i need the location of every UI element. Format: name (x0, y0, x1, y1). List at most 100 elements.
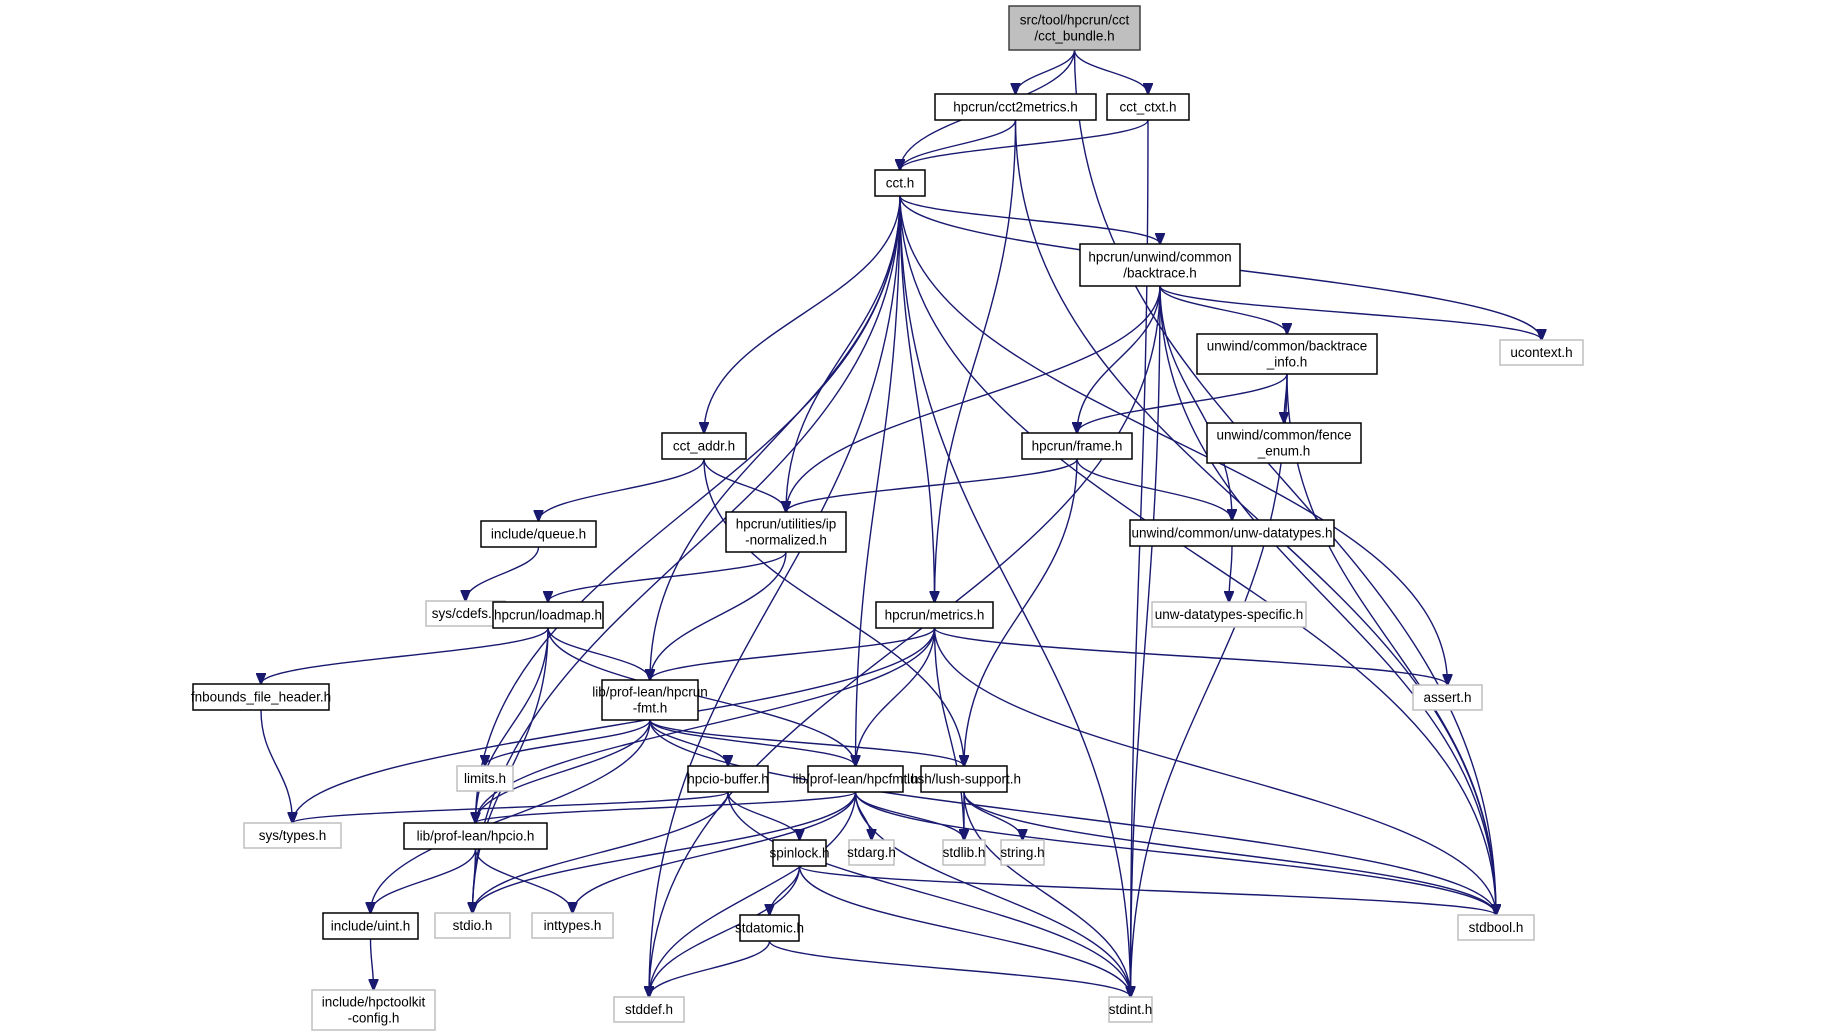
node-label-line: string.h (1000, 845, 1044, 860)
node-inttypes: inttypes.h (531, 912, 614, 939)
edge-hpcfmt-to-stdio (473, 791, 857, 913)
edge-hpcfmt-to-hpcio (476, 791, 857, 823)
node-label-line: assert.h (1423, 690, 1471, 705)
node-lush[interactable]: lush/lush-support.h (907, 765, 1021, 793)
node-label-line: stdint.h (1109, 1002, 1153, 1017)
edge-hpcrun_fmt-to-stdbool (649, 719, 1496, 915)
edge-cct2metrics-to-metrics (935, 119, 1017, 602)
edge-unw_datatypes-to-unw_specific (1229, 545, 1232, 602)
node-box (1151, 601, 1307, 628)
node-queue[interactable]: include/queue.h (480, 520, 597, 548)
node-label-line: include/hpctoolkit (322, 995, 426, 1010)
node-uint[interactable]: include/uint.h (322, 912, 419, 940)
node-box (1206, 422, 1362, 464)
node-label-line: inttypes.h (544, 918, 602, 933)
edge-metrics-to-stdlib (933, 627, 965, 840)
edge-frame-to-ip_normalized (786, 458, 1078, 512)
node-box (425, 600, 506, 627)
node-label-line: _enum.h (1257, 444, 1311, 459)
node-hpcfmt[interactable]: lib/prof-lean/hpcfmt.h (792, 765, 919, 793)
node-cct2metrics[interactable]: hpcrun/cct2metrics.h (934, 93, 1097, 121)
edge-cct-to-cct_addr (704, 195, 901, 433)
edge-hpcrun_fmt-to-hpcio (476, 719, 651, 823)
node-box (661, 432, 747, 460)
node-label-line: /cct_bundle.h (1034, 29, 1114, 44)
edge-hpcio_buffer-to-stdio (473, 791, 729, 913)
node-box (1412, 684, 1483, 711)
edge-fnbounds-to-sys_types (260, 709, 293, 823)
edge-spinlock-to-stdbool (798, 865, 1497, 915)
node-box (1000, 839, 1045, 866)
node-label-line: -normalized.h (745, 533, 827, 548)
edge-cct2metrics-to-stdbool (1014, 119, 1497, 915)
edge-lush-to-stdint (963, 791, 1131, 997)
node-cct[interactable]: cct.h (874, 169, 926, 197)
node-backtrace-info[interactable]: unwind/common/backtrace_info.h (1196, 333, 1378, 375)
node-metrics[interactable]: hpcrun/metrics.h (875, 601, 994, 629)
node-label-line: stdio.h (453, 918, 493, 933)
edge-cct_ctxt-to-cct (900, 119, 1149, 170)
node-sys-types: sys/types.h (243, 822, 342, 849)
edge-cct-to-assert (899, 195, 1448, 685)
node-fence-enum[interactable]: unwind/common/fence_enum.h (1206, 422, 1362, 464)
edge-hpcfmt-to-stdint (854, 791, 1131, 997)
node-box (322, 912, 419, 940)
edge-hpcio-to-uint (371, 848, 477, 913)
node-ip-normalized[interactable]: hpcrun/utilities/ip-normalized.h (725, 511, 847, 553)
edge-loadmap-to-hpcio (476, 627, 549, 823)
node-spinlock[interactable]: spinlock.h (769, 839, 830, 867)
node-hpcrun-fmt[interactable]: lib/prof-lean/hpcrun-fmt.h (592, 679, 708, 721)
node-stdbool: stdbool.h (1457, 914, 1535, 941)
node-box (403, 822, 548, 850)
edge-hpcrun_fmt-to-limits (485, 719, 651, 766)
edge-backtrace-to-frame (1077, 285, 1161, 433)
node-box (531, 912, 614, 939)
node-cct-addr[interactable]: cct_addr.h (661, 432, 747, 460)
node-label-line: stdlib.h (943, 845, 986, 860)
node-assert: assert.h (1412, 684, 1483, 711)
node-label-line: unwind/common/unw-datatypes.h (1131, 526, 1332, 541)
edge-loadmap-to-fnbounds (261, 627, 549, 684)
edge-cct_bundle-to-stdbool (1073, 49, 1497, 915)
node-backtrace[interactable]: hpcrun/unwind/common/backtrace.h (1079, 243, 1241, 287)
nodes-layer: src/tool/hpcrun/cct/cct_bundle.h hpcrun/c… (191, 5, 1584, 1031)
edge-stdatomic-to-stdint (768, 940, 1131, 997)
edge-hpcfmt-to-stdarg (854, 791, 872, 840)
node-label-line: hpcrun/utilities/ip (736, 517, 837, 532)
node-label-line: lush/lush-support.h (907, 772, 1021, 787)
edge-cct_addr-to-queue (539, 458, 705, 521)
edge-uint-to-hpctoolkit_config (371, 938, 374, 990)
node-label-line: lib/prof-lean/hpcrun (592, 685, 708, 700)
node-unw-datatypes[interactable]: unwind/common/unw-datatypes.h (1129, 519, 1335, 547)
node-loadmap[interactable]: hpcrun/loadmap.h (492, 601, 604, 629)
node-box (601, 679, 699, 721)
node-stdint: stdint.h (1108, 996, 1153, 1023)
node-cct-bundle[interactable]: src/tool/hpcrun/cct/cct_bundle.h (1008, 5, 1141, 51)
edge-cct_bundle-to-cct_ctxt (1073, 49, 1149, 94)
node-box (434, 912, 511, 939)
edge-metrics-to-assert (933, 627, 1448, 685)
node-cct-ctxt[interactable]: cct_ctxt.h (1106, 93, 1190, 121)
node-box (1499, 339, 1584, 366)
node-fnbounds[interactable]: fnbounds_file_header.h (191, 683, 331, 711)
node-hpcio-buffer[interactable]: hpcio-buffer.h (687, 765, 769, 793)
node-label-line: cct_addr.h (673, 439, 735, 454)
edge-spinlock-to-stddef (649, 865, 801, 997)
edge-ip_normalized-to-loadmap (548, 551, 787, 602)
node-label-line: sys/cdefs.h (432, 606, 500, 621)
edges-layer (260, 49, 1542, 997)
node-stdatomic[interactable]: stdatomic.h (735, 914, 804, 942)
node-ucontext: ucontext.h (1499, 339, 1584, 366)
node-box (848, 839, 895, 866)
node-label-line: stdatomic.h (735, 921, 804, 936)
node-hpcio[interactable]: lib/prof-lean/hpcio.h (403, 822, 548, 850)
node-box (192, 683, 330, 711)
edge-hpcio_buffer-to-sys_types (293, 791, 729, 823)
edge-backtrace-to-stdint (1131, 285, 1161, 997)
node-label-line: hpcrun/unwind/common (1088, 250, 1231, 265)
node-frame[interactable]: hpcrun/frame.h (1021, 432, 1133, 460)
edge-spinlock-to-stdint (798, 865, 1131, 997)
edge-cct-to-stdint (899, 195, 1131, 997)
node-label-line: cct.h (886, 176, 915, 191)
